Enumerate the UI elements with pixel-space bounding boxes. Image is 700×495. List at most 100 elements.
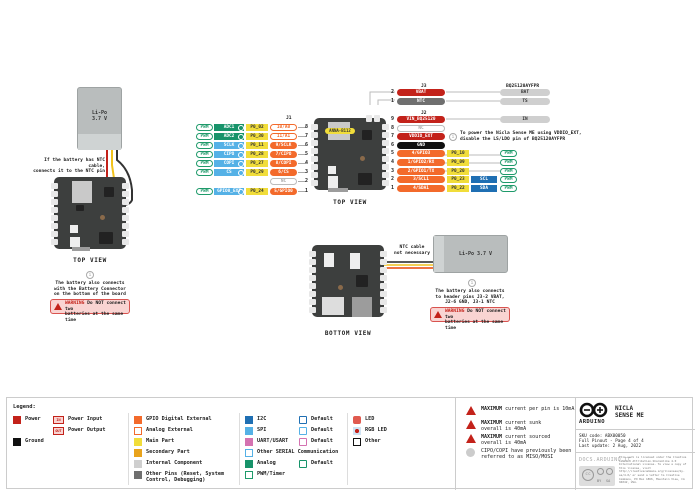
default-icon: [238, 188, 244, 195]
left-warning-box: WARNING Do NOT connect two batteries at …: [50, 299, 130, 323]
license-text: This work is licensed under the Creative…: [619, 455, 687, 485]
legend-swatch: [245, 471, 253, 479]
default-icon: [299, 460, 307, 468]
legend-item: GPIO Digital External: [134, 416, 212, 424]
default-icon: [238, 133, 244, 140]
legend-item: UART/USART: [245, 438, 288, 446]
bottom-info-icon: i: [468, 279, 476, 287]
warning-icon: [466, 420, 476, 429]
pin-number: 3: [390, 167, 394, 174]
rgb-icon: [353, 427, 361, 435]
legend-swatch: [134, 460, 142, 468]
pin-function: COPI: [214, 160, 244, 167]
port-label: P0_10: [447, 150, 469, 158]
docs-link[interactable]: DOCS.ARDUINO.CC: [579, 457, 632, 463]
port-label: P0_29: [246, 169, 268, 176]
pin-number: 6: [304, 142, 308, 148]
header-j3-label: J3: [421, 84, 427, 89]
header-j2-label: J2: [421, 111, 427, 116]
pin-number: 4: [304, 160, 308, 166]
pin-number: 3: [304, 169, 308, 175]
battery-left: Li-Po 3.7 V: [77, 87, 122, 150]
pin-function: CIPO: [214, 151, 244, 158]
pin-number: 1: [390, 184, 394, 191]
board-top-left: [51, 177, 129, 251]
pwm-badge: PWM: [196, 124, 213, 131]
brand-block: ARDUINO NICLA SENSE ME SKU code: ABX0005…: [575, 402, 695, 486]
pwm-badge: PWM: [196, 151, 213, 158]
pin-number: 5: [390, 150, 394, 157]
port-label: P0_27: [246, 160, 268, 167]
pin-label: NC: [397, 124, 445, 132]
legend-item: I2C: [245, 416, 266, 424]
left-top-view-title: TOP VIEW: [73, 257, 107, 264]
bq-label: BQ25120AYFPR: [506, 84, 540, 89]
legend-swatch: [245, 438, 253, 446]
vddio-note: To power the Nicla Sense ME using VDDIO_…: [460, 131, 582, 142]
pin-label: VBAT: [397, 89, 445, 96]
pin-label: 3/SCL1: [397, 176, 445, 184]
legend-swatch: [245, 427, 253, 435]
legend-swatch: [13, 416, 21, 424]
pin-number: 4: [390, 159, 394, 165]
port-label: P0_02: [246, 124, 268, 131]
pin-label: NC: [270, 178, 297, 185]
legend-swatch: [134, 471, 142, 479]
ntc-cable-note: NTC cable not necessary: [394, 245, 430, 256]
legend-swatch: [134, 427, 142, 435]
i2c-function: SCL: [471, 176, 497, 184]
default-icon: [299, 416, 307, 424]
pin-function: ADC2: [214, 133, 244, 140]
pin-label: 5/GPIO0: [270, 188, 297, 195]
pin-number: 1: [304, 188, 308, 194]
default-icon: [238, 142, 244, 149]
pin-label: GND: [397, 141, 445, 149]
pin-number: 2: [390, 176, 394, 183]
board-bottom: [309, 245, 387, 317]
pwm-badge: PWM: [500, 159, 517, 166]
legend-title: Legend:: [13, 404, 36, 410]
legend-default: Default: [299, 427, 333, 435]
legend-note: MAXIMUM current per pin is 10mA: [481, 406, 575, 412]
pwm-badge: PWM: [500, 167, 517, 175]
pwm-badge: PWM: [500, 150, 517, 158]
pin-function: ADC1: [214, 124, 244, 131]
pin-label: 9/SCLK: [270, 142, 297, 149]
pwm-badge: PWM: [196, 169, 213, 176]
bottom-warning-box: WARNING Do NOT connect two batteries at …: [430, 307, 510, 331]
center-top-view-title: TOP VIEW: [333, 199, 367, 206]
other-icon: [353, 438, 361, 446]
pwm-badge: PWM: [196, 188, 213, 195]
port-label: P0_20: [447, 167, 469, 175]
legend-item: Secondary Part: [134, 449, 190, 457]
legend-swatch: [245, 460, 253, 468]
default-icon: [238, 160, 244, 167]
battery-bottom: Li-Po 3.7 V: [433, 235, 508, 273]
pin-number: 8: [390, 124, 394, 131]
pwm-badge: PWM: [500, 184, 517, 192]
arduino-logo-icon: [579, 402, 608, 418]
bq-pin-label: IN: [500, 116, 550, 123]
pin-number: 6: [390, 141, 394, 148]
pin-number: 8: [304, 124, 308, 130]
legend-swatch: [245, 416, 253, 424]
pin-function: SCLK: [214, 142, 244, 149]
port-label: P0_09: [447, 159, 469, 166]
port-label: P0_30: [246, 133, 268, 140]
pwm-badge: PWM: [196, 133, 213, 140]
legend-item: Other SERIAL Communication: [245, 449, 338, 457]
default-icon: [299, 438, 307, 446]
bq-pin-label: TS: [500, 98, 550, 105]
warning-icon: [54, 303, 62, 310]
pin-label: VDDIO_EXT: [397, 133, 445, 141]
i2c-function: SDA: [471, 184, 497, 192]
port-label: P0_28: [246, 151, 268, 158]
pwm-badge: PWM: [196, 160, 213, 167]
pin-label: 7/CIPO: [270, 151, 297, 158]
